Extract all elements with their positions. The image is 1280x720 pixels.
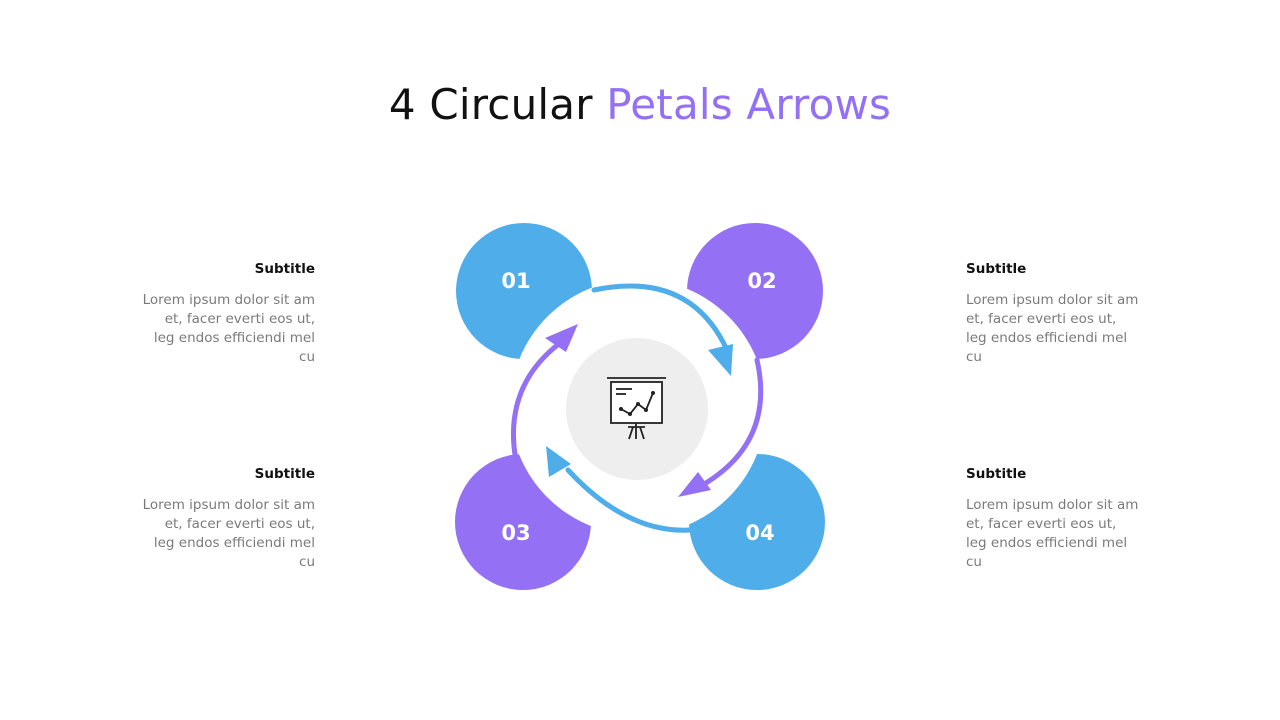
presentation-chart-icon [607,377,666,440]
block-text: Lorem ipsum dolor sit am et, facer evert… [966,292,1139,365]
arrow-bottom [565,467,723,533]
arrow-left-head [545,324,578,352]
block-text: Lorem ipsum dolor sit am et, facer evert… [142,292,315,365]
block-subtitle: Subtitle [966,261,1027,277]
block-subtitle: Subtitle [254,466,315,482]
text-block-04: Subtitle Lorem ipsum dolor sit am et, fa… [966,466,1141,572]
page-title: 4 Circular Petals Arrows [0,80,1280,129]
arrow-right-head [678,472,711,497]
block-text: Lorem ipsum dolor sit am et, facer evert… [142,497,315,570]
arrow-top [591,283,730,353]
text-block-02: Subtitle Lorem ipsum dolor sit am et, fa… [966,261,1141,367]
chart-points [619,391,655,416]
block-subtitle: Subtitle [254,261,315,277]
arrow-top-head [708,344,733,376]
arrow-bottom-head [546,446,571,477]
title-accent: Petals Arrows [606,80,892,129]
block-text: Lorem ipsum dolor sit am et, facer evert… [966,497,1139,570]
arrow-right [703,357,764,486]
text-block-01: Subtitle Lorem ipsum dolor sit am et, fa… [140,261,315,367]
petal-number-01: 01 [501,269,530,293]
arrow-left [510,340,563,458]
block-subtitle: Subtitle [966,466,1027,482]
petal-number-03: 03 [501,521,530,545]
petal-number-02: 02 [747,269,776,293]
title-main: 4 Circular [388,80,593,129]
text-block-03: Subtitle Lorem ipsum dolor sit am et, fa… [140,466,315,572]
petal-number-04: 04 [745,521,774,545]
